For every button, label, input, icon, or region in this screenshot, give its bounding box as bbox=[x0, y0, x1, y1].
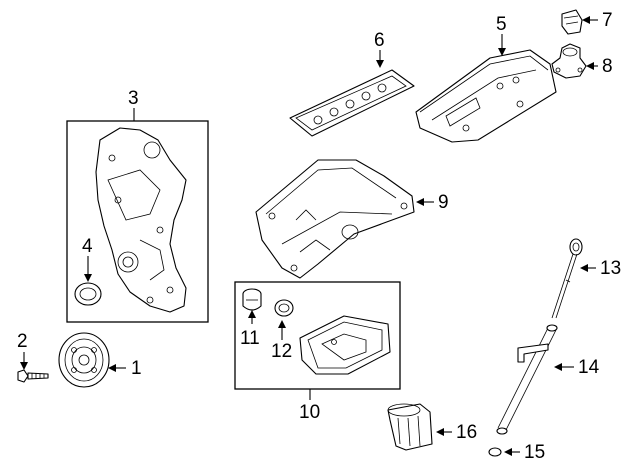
valve-cover bbox=[415, 49, 557, 143]
callout-5: 5 bbox=[496, 14, 507, 35]
tube-o-ring bbox=[488, 447, 502, 457]
callout-11: 11 bbox=[240, 328, 260, 349]
drain-plug-gasket bbox=[274, 299, 294, 317]
drain-plug bbox=[242, 288, 262, 311]
callout-16: 16 bbox=[456, 422, 478, 443]
leader-lines bbox=[20, 16, 598, 456]
front-crank-seal bbox=[74, 282, 102, 306]
callout-12: 12 bbox=[271, 341, 293, 362]
oil-pan-group-box bbox=[234, 281, 401, 390]
callout-3: 3 bbox=[128, 88, 139, 109]
pulley-bolt bbox=[17, 369, 49, 383]
callout-1: 1 bbox=[131, 358, 142, 379]
timing-cover bbox=[95, 127, 187, 313]
callout-2: 2 bbox=[17, 331, 28, 352]
valve-cover-gasket bbox=[289, 69, 415, 137]
callout-15: 15 bbox=[524, 442, 546, 463]
dipstick-tube bbox=[496, 324, 558, 435]
crankshaft-pulley bbox=[58, 332, 110, 388]
callout-10: 10 bbox=[299, 402, 321, 423]
upper-oil-pan bbox=[255, 159, 415, 279]
timing-cover-group-box bbox=[66, 120, 209, 323]
callout-6: 6 bbox=[374, 30, 385, 51]
oil-filler-neck bbox=[551, 43, 587, 79]
callout-4: 4 bbox=[82, 236, 93, 257]
callout-13: 13 bbox=[600, 258, 622, 279]
callout-9: 9 bbox=[438, 192, 449, 213]
oil-filler-cap bbox=[561, 9, 583, 35]
oil-filter bbox=[387, 403, 433, 451]
lower-oil-pan bbox=[299, 315, 391, 375]
callout-14: 14 bbox=[578, 357, 600, 378]
oil-dipstick bbox=[551, 238, 583, 319]
callout-7: 7 bbox=[602, 10, 613, 31]
callout-8: 8 bbox=[602, 56, 613, 77]
